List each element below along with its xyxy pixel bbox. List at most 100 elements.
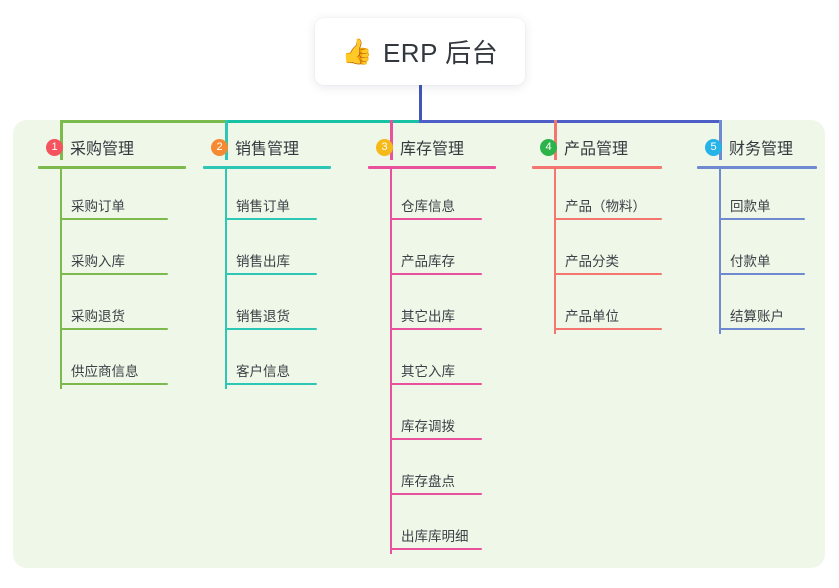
branch-item-list: 回款单付款单结算账户 <box>697 169 817 334</box>
branch-item[interactable]: 销售退货 <box>203 279 331 334</box>
branch-item-rule <box>390 218 482 220</box>
branch-item-label: 客户信息 <box>236 364 290 379</box>
branch-item[interactable]: 采购退货 <box>38 279 186 334</box>
branch-item-list: 仓库信息产品库存其它出库其它入库库存调拨库存盘点出库库明细 <box>368 169 496 554</box>
branch-item-rule <box>225 328 317 330</box>
branch-item-rule <box>390 493 482 495</box>
branch-item-label: 其它入库 <box>401 364 455 379</box>
branch-number-badge: 1 <box>46 138 63 156</box>
branch-item-label: 回款单 <box>730 199 771 214</box>
branch-header-rule <box>368 166 496 169</box>
branch-item[interactable]: 仓库信息 <box>368 169 496 224</box>
branch-item-list: 销售订单销售出库销售退货客户信息 <box>203 169 331 389</box>
branch-header-销售管理[interactable]: 2 销售管理 <box>203 133 331 161</box>
branch-item-rule <box>719 218 805 220</box>
branch-item[interactable]: 产品分类 <box>532 224 662 279</box>
branch-item[interactable]: 其它入库 <box>368 334 496 389</box>
branch-title: 库存管理 <box>400 141 465 158</box>
branch-item[interactable]: 库存盘点 <box>368 444 496 499</box>
branch-item-label: 产品库存 <box>401 254 455 269</box>
branch-spine <box>390 169 392 554</box>
connector-drop-2 <box>225 120 228 160</box>
branch-item-rule <box>60 218 168 220</box>
branch-item-rule <box>390 328 482 330</box>
branch-column-产品管理: 4 产品管理产品（物料） 产品分类产品单位 <box>532 133 662 334</box>
connector-bus-right <box>419 120 722 123</box>
branch-item-label: 供应商信息 <box>71 364 139 379</box>
branch-item[interactable]: 库存调拨 <box>368 389 496 444</box>
branch-spine <box>719 169 721 334</box>
branch-header-库存管理[interactable]: 3 库存管理 <box>368 133 496 161</box>
branch-item[interactable]: 采购入库 <box>38 224 186 279</box>
branch-item[interactable]: 回款单 <box>697 169 817 224</box>
branch-item[interactable]: 付款单 <box>697 224 817 279</box>
branch-item[interactable]: 供应商信息 <box>38 334 186 389</box>
branch-item-label: 付款单 <box>730 254 771 269</box>
branch-item[interactable]: 产品（物料） <box>532 169 662 224</box>
branch-item-rule <box>390 438 482 440</box>
branch-item-rule <box>60 273 168 275</box>
branch-title: 采购管理 <box>70 141 135 158</box>
root-node-content: 👍 ERP 后台 <box>342 33 498 70</box>
branch-item-list: 采购订单采购入库采购退货供应商信息 <box>38 169 186 389</box>
branch-header-rule <box>697 166 817 169</box>
branch-item-label: 采购入库 <box>71 254 125 269</box>
branch-item-label: 采购订单 <box>71 199 125 214</box>
branch-item[interactable]: 销售订单 <box>203 169 331 224</box>
branch-item-rule <box>60 328 168 330</box>
branch-spine <box>60 169 62 389</box>
branch-item-label: 销售订单 <box>236 199 290 214</box>
branch-number-badge: 5 <box>705 138 722 156</box>
branch-item-rule <box>225 383 317 385</box>
branch-item-label: 出库库明细 <box>401 529 469 544</box>
branch-item-label: 产品分类 <box>565 254 619 269</box>
branch-item[interactable]: 采购订单 <box>38 169 186 224</box>
branch-number-badge: 2 <box>211 138 228 156</box>
branch-item-label: 销售出库 <box>236 254 290 269</box>
connector-drop-5 <box>719 120 722 160</box>
branch-number-badge: 4 <box>540 138 557 156</box>
branch-item-label: 采购退货 <box>71 309 125 324</box>
branch-column-库存管理: 3 库存管理仓库信息产品库存其它出库其它入库库存调拨库存盘点出库库明细 <box>368 133 496 554</box>
branch-header-采购管理[interactable]: 1 采购管理 <box>38 133 186 161</box>
branch-item[interactable]: 产品库存 <box>368 224 496 279</box>
root-node-card[interactable]: 👍 ERP 后台 <box>315 18 525 85</box>
branch-item-label: 其它出库 <box>401 309 455 324</box>
branch-item[interactable]: 销售出库 <box>203 224 331 279</box>
branch-item-rule <box>719 328 805 330</box>
branch-item[interactable]: 客户信息 <box>203 334 331 389</box>
connector-drop-3 <box>390 120 393 160</box>
branch-item-rule <box>554 273 662 275</box>
branch-item[interactable]: 结算账户 <box>697 279 817 334</box>
branch-item-rule <box>554 218 662 220</box>
branch-item-rule <box>719 273 805 275</box>
branch-item[interactable]: 出库库明细 <box>368 499 496 554</box>
connector-drop-1 <box>60 120 63 160</box>
branch-item-rule <box>60 383 168 385</box>
branch-item-rule <box>390 383 482 385</box>
branch-item-label: 销售退货 <box>236 309 290 324</box>
branch-header-产品管理[interactable]: 4 产品管理 <box>532 133 662 161</box>
thumbs-up-icon: 👍 <box>341 37 373 66</box>
branch-item-label: 仓库信息 <box>401 199 455 214</box>
branch-item[interactable]: 其它出库 <box>368 279 496 334</box>
branch-title: 产品管理 <box>564 141 629 158</box>
branch-item-rule <box>390 548 482 550</box>
branch-number-badge: 3 <box>376 138 393 156</box>
branch-item-rule <box>225 218 317 220</box>
branch-item[interactable]: 产品单位 <box>532 279 662 334</box>
branch-column-销售管理: 2 销售管理销售订单销售出库销售退货客户信息 <box>203 133 331 389</box>
branch-item-rule <box>225 273 317 275</box>
branch-spine <box>225 169 227 389</box>
branch-title: 销售管理 <box>235 141 300 158</box>
branch-item-rule <box>554 328 662 330</box>
branch-column-采购管理: 1 采购管理采购订单采购入库采购退货供应商信息 <box>38 133 186 389</box>
branch-item-label: 产品（物料） <box>565 199 646 214</box>
connector-bus-left <box>60 120 228 123</box>
branch-spine <box>554 169 556 334</box>
root-node-title: ERP 后台 <box>382 38 499 68</box>
branch-header-rule <box>203 166 331 169</box>
